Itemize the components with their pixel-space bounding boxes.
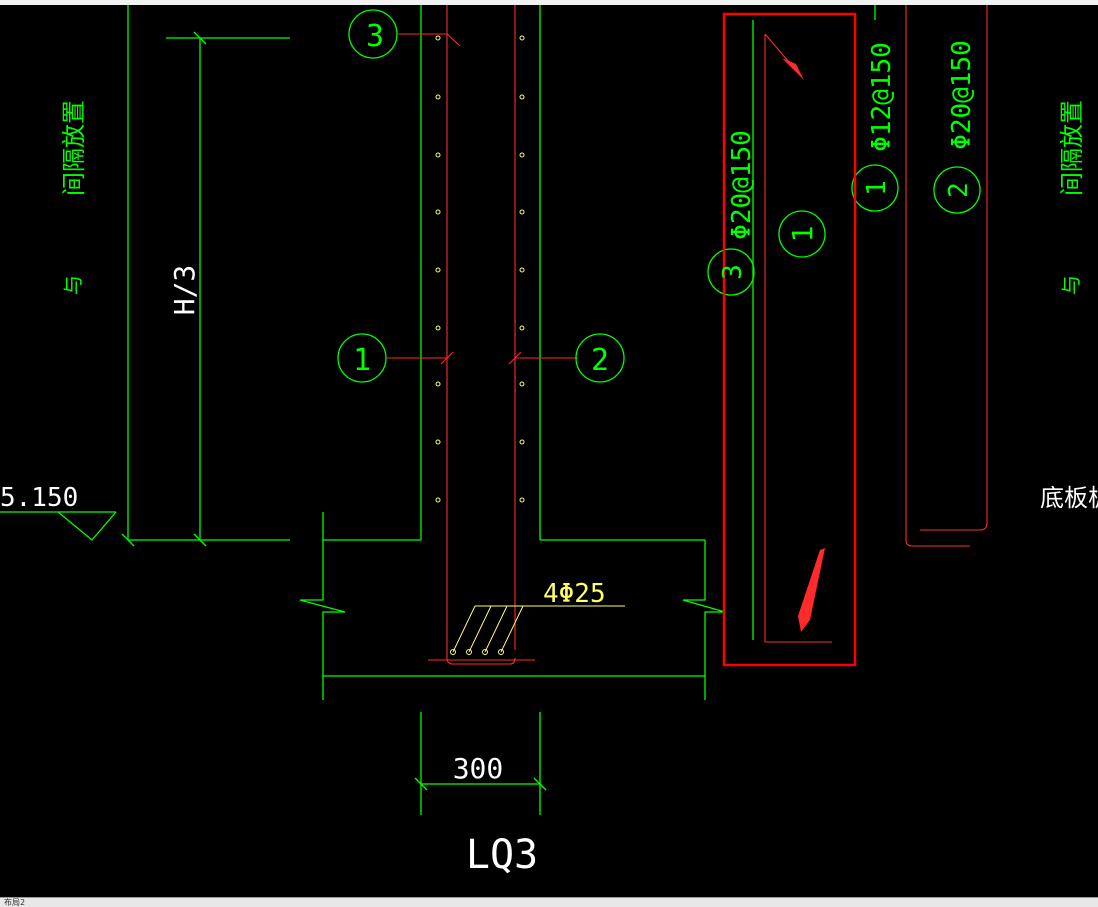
label-num-1: 1 bbox=[862, 180, 892, 196]
side-note-with-left: 与 bbox=[61, 275, 85, 295]
side-note-right: 间隔放置 bbox=[1058, 100, 1086, 196]
marker-1-left: 1 bbox=[353, 343, 371, 378]
top-tab-strip bbox=[0, 0, 1098, 5]
label-spec-2: Φ20@150 bbox=[947, 40, 977, 150]
bar-spec-label: 4Φ25 bbox=[543, 579, 606, 609]
highlight-box bbox=[722, 12, 857, 667]
side-note-left: 间隔放置 bbox=[60, 100, 88, 196]
label-num-3: 3 bbox=[718, 264, 748, 280]
label-spec-1: Φ12@150 bbox=[867, 42, 897, 152]
dimension-width: 300 bbox=[453, 752, 504, 785]
rebar-dots bbox=[435, 35, 525, 655]
red-arrows bbox=[782, 58, 825, 632]
height-label: H/3 bbox=[168, 265, 201, 316]
rebar-lines bbox=[387, 5, 988, 665]
layout-tab-bar: 布局2 bbox=[0, 897, 1098, 907]
bar-spec-leader bbox=[452, 605, 625, 653]
side-note-with-right: 与 bbox=[1059, 275, 1083, 295]
wall-outline bbox=[0, 5, 876, 815]
marker-2-right: 2 bbox=[591, 343, 609, 378]
label-num-2: 2 bbox=[944, 182, 974, 198]
tab-layout2[interactable]: 布局2 bbox=[4, 898, 26, 907]
label-spec-3: Φ20@150 bbox=[727, 130, 757, 240]
marker-bubbles bbox=[337, 9, 981, 383]
label-num-1-detail: 1 bbox=[786, 226, 819, 243]
drawing-title: LQ3 bbox=[466, 832, 538, 878]
marker-3-top: 3 bbox=[366, 19, 384, 54]
right-partial-text: 底板板 bbox=[1040, 484, 1098, 512]
elevation-label: 5.150 bbox=[0, 483, 78, 513]
